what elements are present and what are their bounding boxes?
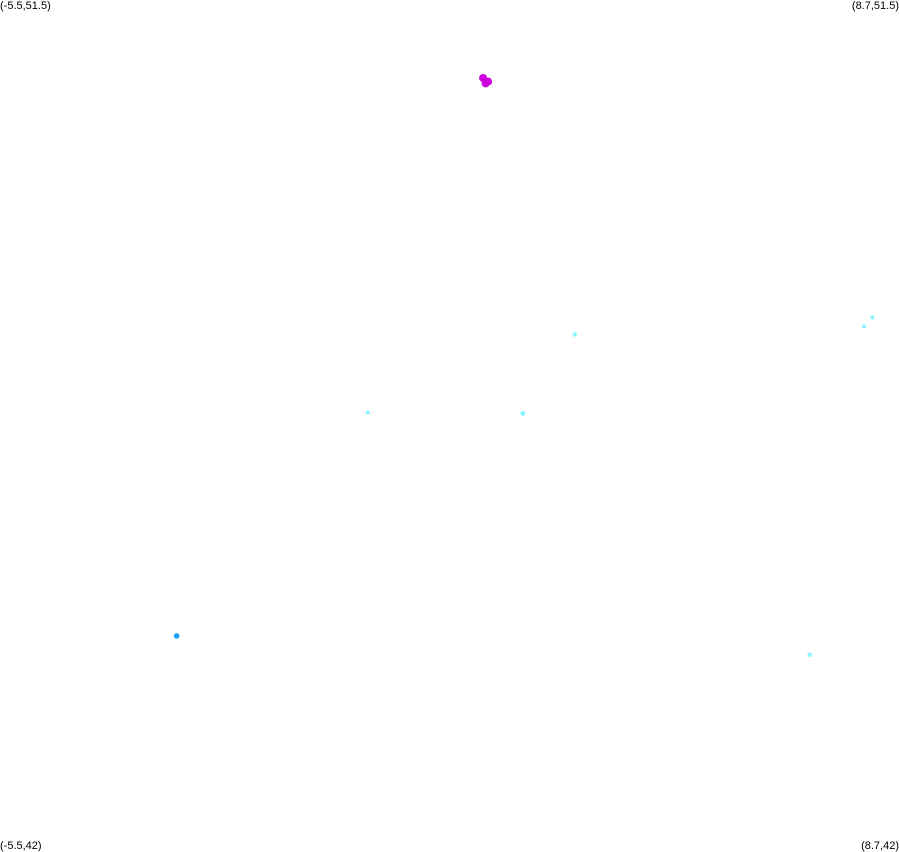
scatter-point-8: [173, 633, 180, 639]
scatter-point-4: [862, 324, 867, 329]
corner-label-bottom-left: (-5.5,42): [0, 840, 42, 852]
scatter-point-9: [807, 652, 812, 657]
scatter-point-5: [870, 315, 875, 320]
scatter-point-7: [520, 410, 526, 416]
corner-label-top-right: (8.7,51.5): [851, 0, 899, 12]
scatter-point-6: [365, 410, 370, 415]
scatter-point-3: [572, 332, 578, 337]
scatter-point-2: [481, 79, 490, 88]
corner-label-top-left: (-5.5,51.5): [0, 0, 51, 12]
corner-label-bottom-right: (8.7,42): [861, 840, 899, 852]
